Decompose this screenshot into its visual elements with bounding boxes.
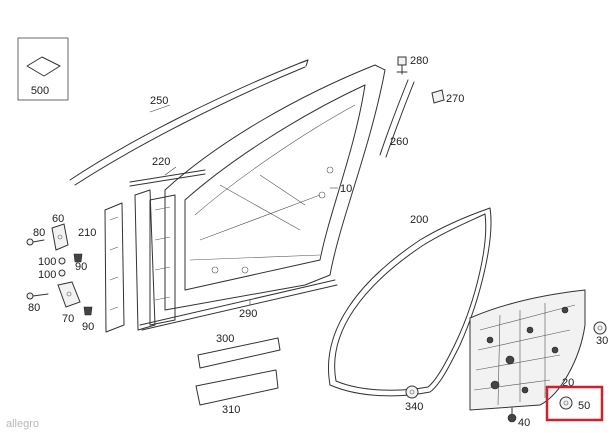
highlight-box-50 — [545, 385, 604, 422]
callout-90-lower: 90 — [82, 321, 94, 333]
callout-260: 260 — [390, 136, 408, 148]
part-80-lower-screw — [26, 292, 49, 300]
part-200-door-seal — [328, 207, 492, 397]
part-290-sill-strip — [139, 279, 338, 331]
callout-270: 270 — [446, 93, 464, 105]
part-100-fasteners — [58, 257, 66, 277]
part-10-body-frame — [134, 64, 386, 331]
callout-300: 300 — [216, 333, 234, 345]
part-260-pillar-trim — [379, 79, 415, 158]
part-door-module — [469, 289, 586, 411]
part-30-grommet — [593, 321, 607, 335]
part-270-clip — [431, 89, 445, 104]
callout-70: 70 — [62, 313, 74, 325]
callout-10: 10 — [340, 183, 352, 195]
part-340-plug — [405, 385, 419, 399]
part-90-lower-bolt — [83, 306, 93, 316]
callout-80-upper: 80 — [33, 227, 45, 239]
watermark-text: allegro — [6, 418, 39, 430]
callout-200: 200 — [410, 214, 428, 226]
callout-90-upper: 90 — [75, 261, 87, 273]
part-40-screw — [507, 407, 517, 423]
callout-340: 340 — [405, 401, 423, 413]
part-60-upper-hinge — [51, 223, 69, 251]
callout-290: 290 — [239, 308, 257, 320]
callout-280: 280 — [410, 55, 428, 67]
callout-100-a: 100 — [38, 256, 56, 268]
part-310-window-strip — [195, 369, 279, 406]
leader-250 — [149, 104, 171, 113]
part-250-roof-trim — [69, 59, 309, 186]
part-90-upper-bolt — [73, 253, 83, 263]
callout-80-lower: 80 — [28, 302, 40, 314]
part-300-window-strip — [197, 337, 281, 369]
callout-40: 40 — [518, 417, 530, 429]
callout-100-b: 100 — [38, 269, 56, 281]
part-210-panel — [104, 202, 125, 333]
part-220-strip — [129, 169, 206, 187]
part-280-clip — [396, 56, 408, 75]
callout-310: 310 — [222, 404, 240, 416]
part-80-upper-screw — [26, 238, 45, 246]
part-50-grommet — [559, 396, 573, 410]
part-500-label-sticker — [17, 37, 69, 101]
callout-250: 250 — [150, 95, 168, 107]
callout-210: 210 — [78, 227, 96, 239]
callout-500: 500 — [31, 85, 49, 97]
callout-220: 220 — [152, 156, 170, 168]
callout-50: 50 — [578, 400, 590, 412]
part-70-lower-hinge — [57, 281, 81, 308]
callout-30: 30 — [596, 335, 608, 347]
leader-220 — [164, 166, 177, 176]
callout-60: 60 — [52, 213, 64, 225]
